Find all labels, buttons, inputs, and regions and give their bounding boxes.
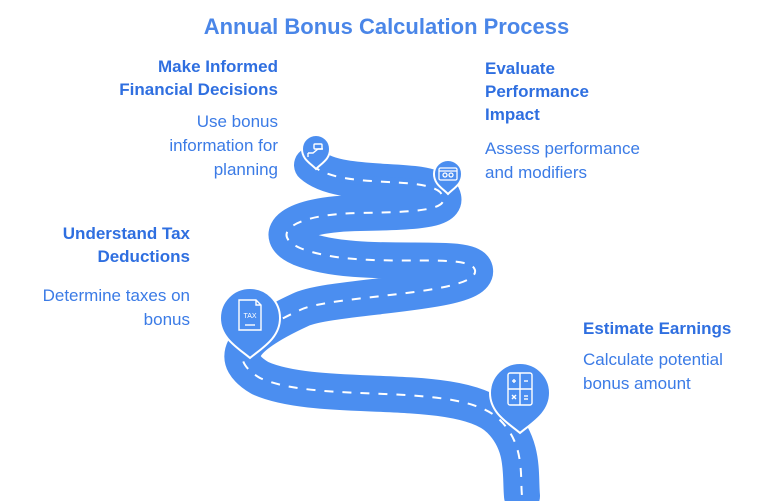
hand-money-icon bbox=[307, 143, 323, 157]
marker-estimate-earnings bbox=[488, 362, 552, 435]
calculator-icon bbox=[507, 372, 533, 406]
step-desc-estimate-earnings: Calculate potential bonus amount bbox=[583, 350, 723, 393]
road-center-dashes bbox=[241, 164, 523, 497]
step-heading-understand-tax: Understand Tax Deductions bbox=[62, 224, 190, 266]
screen-dashboard-icon bbox=[438, 167, 458, 181]
page-title: Annual Bonus Calculation Process bbox=[203, 14, 570, 39]
step-heading-estimate-earnings: Estimate Earnings bbox=[583, 319, 732, 338]
road-path bbox=[224, 147, 540, 501]
tax-document-icon bbox=[238, 299, 262, 331]
step-heading-make-informed-decisions: Make Informed Financial Decisions bbox=[119, 57, 278, 99]
marker-make-informed-decisions bbox=[300, 134, 332, 171]
step-desc-evaluate-performance: Assess performance and modifiers bbox=[485, 139, 640, 182]
step-desc-understand-tax: Determine taxes on bonus bbox=[42, 286, 190, 329]
road-edge bbox=[307, 160, 445, 197]
tax-icon-label: TAX bbox=[243, 313, 256, 320]
step-heading-evaluate-performance: Evaluate Performance Impact bbox=[485, 59, 589, 124]
marker-understand-tax: TAX bbox=[218, 287, 282, 360]
marker-evaluate-performance bbox=[432, 159, 464, 196]
step-desc-make-informed-decisions: Use bonus information for planning bbox=[169, 112, 278, 179]
